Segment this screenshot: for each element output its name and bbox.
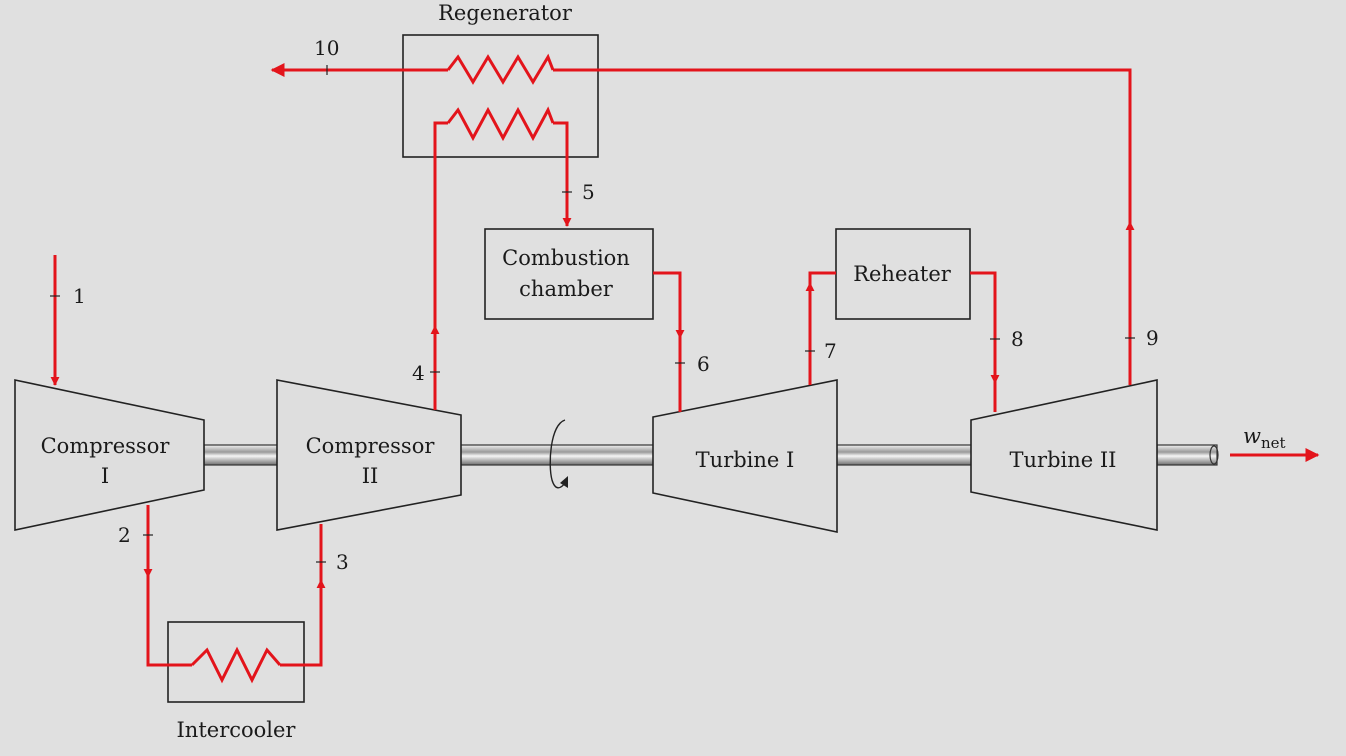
compressor-1 (14, 379, 205, 531)
flow-2 (146, 575, 192, 667)
flow-lines (50, 53, 1320, 684)
compressor-2-label-line2: II (362, 464, 379, 488)
flow-5 (553, 121, 569, 225)
net-work-label: wnet (1243, 424, 1286, 452)
flow-8 (970, 271, 997, 380)
regenerator-coil-lower (446, 106, 555, 142)
turbine-2 (970, 379, 1158, 531)
regenerator-label: Regenerator (438, 1, 573, 25)
reheater-label: Reheater (853, 262, 952, 286)
turbine-1-label: Turbine I (696, 448, 795, 472)
state-4-label: 4 (412, 361, 425, 385)
rotation-arrow-icon (549, 419, 568, 489)
flow-3 (280, 587, 323, 667)
state-7-label: 7 (824, 339, 837, 363)
compressor-2-label-line1: Compressor (306, 434, 436, 458)
state-2-label: 2 (118, 523, 131, 547)
compressor-2 (276, 379, 462, 531)
net-work-subscript: net (1261, 434, 1286, 452)
flow-7 (808, 271, 836, 385)
regenerator-coil-upper (446, 53, 555, 85)
flow-6 (653, 271, 682, 335)
turbine-1 (652, 379, 838, 533)
net-work-symbol: w (1243, 424, 1261, 448)
state-5-label: 5 (582, 180, 595, 204)
combustion-chamber-label-line1: Combustion (502, 246, 630, 270)
state-ticks (50, 65, 1135, 563)
flow-9 (553, 68, 1132, 385)
flow-4 (433, 121, 448, 330)
state-8-label: 8 (1011, 327, 1024, 351)
state-6-label: 6 (697, 352, 710, 376)
intercooler-coil (190, 646, 282, 684)
combustion-chamber-label-line2: chamber (519, 277, 614, 301)
intercooler-label: Intercooler (177, 718, 297, 742)
regenerator-box (402, 34, 599, 158)
state-3-label: 3 (336, 550, 349, 574)
state-9-label: 9 (1146, 326, 1159, 350)
state-1-label: 1 (73, 284, 86, 308)
turbine-2-label: Turbine II (1010, 448, 1117, 472)
compressor-1-label-line1: Compressor (41, 434, 171, 458)
state-10-label: 10 (314, 36, 339, 60)
compressor-1-label-line2: I (101, 464, 109, 488)
intercooler-box (167, 621, 305, 703)
combustion-chamber-box (484, 228, 654, 320)
